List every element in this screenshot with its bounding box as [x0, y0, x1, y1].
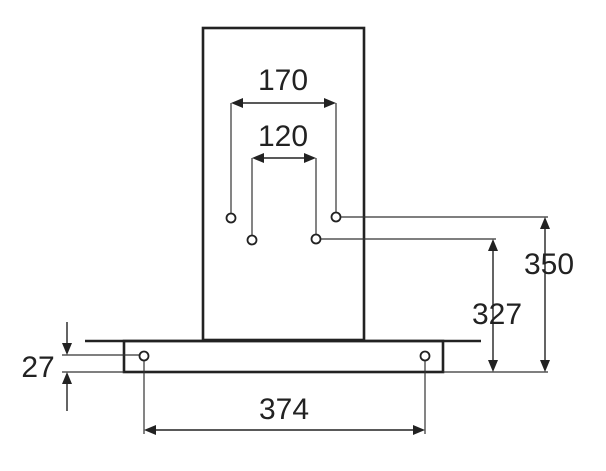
dimension-374: 374 [143, 361, 426, 435]
dimension-label-350: 350 [524, 248, 574, 281]
mount-hole-upper-left [225, 212, 237, 224]
dimension-350: 350 [341, 216, 574, 373]
canopy-hole-left [138, 350, 150, 362]
mount-hole-lower-left [246, 234, 258, 246]
dimension-170: 170 [230, 64, 337, 214]
dimension-label-170: 170 [258, 64, 308, 97]
dimension-label-327: 327 [472, 298, 522, 331]
dimension-327: 327 [321, 238, 522, 372]
dimension-120: 120 [251, 120, 317, 236]
mount-hole-lower-right [310, 233, 322, 245]
mount-hole-upper-right [330, 211, 342, 223]
dimension-27: 27 [21, 322, 139, 411]
dimension-label-374: 374 [259, 393, 309, 426]
dimension-label-120: 120 [258, 120, 308, 153]
dimension-label-27: 27 [21, 351, 54, 384]
canopy-hole-right [419, 350, 431, 362]
canopy-body [122, 339, 445, 374]
